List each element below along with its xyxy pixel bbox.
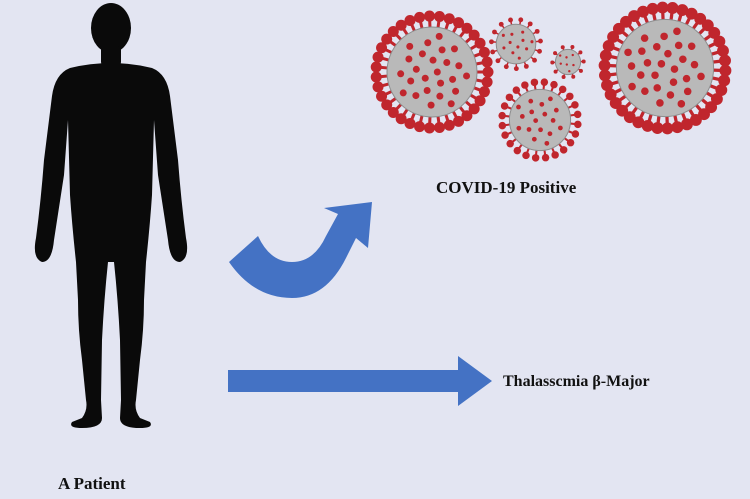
covid-label: COVID-19 Positive: [436, 178, 577, 197]
human-silhouette-icon: [34, 3, 188, 428]
coronavirus-icon: [498, 78, 582, 162]
right-arrow-icon: [228, 356, 492, 406]
curved-arrow-icon: [229, 202, 372, 298]
coronavirus-icon: [489, 17, 543, 72]
coronavirus-icon: [370, 10, 494, 134]
coronavirus-group: [370, 1, 732, 162]
thalassemia-label: Thalasscmia β-Major: [503, 373, 650, 390]
patient-label: A Patient: [58, 474, 126, 493]
coronavirus-icon: [598, 1, 732, 135]
coronavirus-icon: [550, 44, 586, 80]
